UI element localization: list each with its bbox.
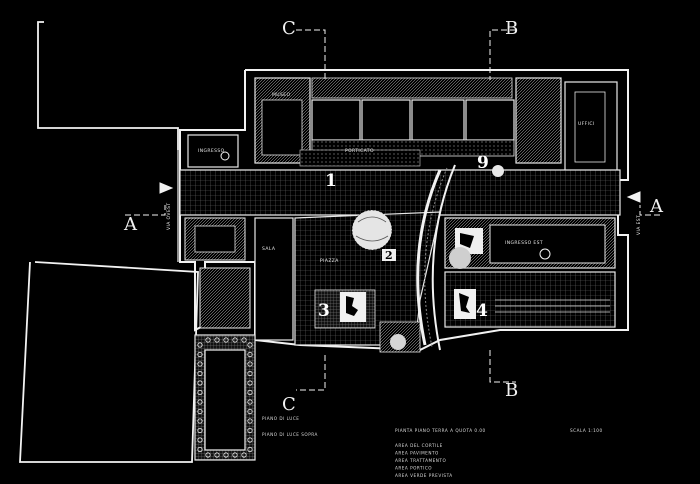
note-light-2: PIANO DI LUCE SOPRA: [262, 432, 318, 437]
planter-dot: [232, 337, 238, 343]
section-letter-b-top: B: [505, 18, 518, 39]
label-portico: PORTICATO: [345, 148, 374, 154]
planter-dot: [214, 337, 220, 343]
planter-dot: [241, 452, 247, 458]
garden-bed: [379, 321, 421, 353]
label-piazza: PIAZZA: [320, 258, 339, 264]
planter-dot: [247, 370, 253, 377]
planter-dot: [197, 427, 203, 434]
planter-dot: [197, 446, 203, 453]
planter-dot: [223, 337, 229, 343]
planter-dot: [214, 452, 220, 458]
curved-portico-outer: [431, 164, 456, 351]
planter-dot: [247, 380, 253, 386]
planter-dot: [247, 408, 253, 415]
marker-2-plate: [382, 249, 396, 261]
planter-dot: [197, 370, 203, 377]
label-museum: MUSEO: [272, 92, 290, 98]
title-line: PIANTA PIANO TERRA A QUOTA 0.00: [395, 428, 486, 433]
planter-dot: [197, 380, 203, 386]
portico-strip: [299, 149, 421, 167]
planter-dot: [247, 399, 253, 405]
tree-courtyard: [351, 209, 393, 251]
label-east-road: VIA EST: [636, 215, 642, 235]
marker-4: 4: [476, 301, 488, 321]
planter-dot: [197, 399, 203, 405]
garden-pool: [204, 349, 246, 451]
sculpture-4: [454, 289, 476, 319]
section-line-a: [125, 182, 660, 216]
planter-dot: [197, 361, 203, 367]
legend-item: AREA PORTICO: [395, 466, 432, 471]
planter-dot: [247, 446, 253, 453]
marker-3: 3: [318, 301, 330, 321]
sculpture-3: [340, 292, 366, 322]
main-corridor: [179, 169, 621, 216]
label-entrance: INGRESSO: [198, 148, 225, 154]
planter-dot: [247, 418, 253, 424]
planter-dot: [232, 452, 238, 458]
planter-dot: [247, 389, 253, 396]
label-sala: SALA: [262, 246, 276, 252]
legend-item: AREA PAVIMENTO: [395, 451, 439, 456]
east-hall-stripes: [495, 299, 610, 313]
planter-dot: [197, 408, 203, 415]
legend: AREA DEL CORTILE AREA PAVIMENTO AREA TRATT…: [395, 443, 453, 478]
room-museum-inner: [261, 99, 303, 156]
legend-item: AREA VERDE PREVISTA: [395, 473, 453, 478]
room-entrance: [187, 134, 239, 168]
section-letter-a-right: A: [649, 196, 664, 217]
planter-dot: [197, 389, 203, 396]
planter-dot: [247, 342, 253, 348]
site-boundary-north: [37, 21, 179, 150]
section-line-b: [489, 29, 516, 383]
label-west-road: VIA OVEST: [166, 202, 172, 230]
planter-dot: [197, 437, 203, 443]
top-bays: [311, 77, 515, 157]
curved-portico-inner: [416, 169, 442, 346]
planter-dot: [247, 427, 253, 434]
marker-9-disc: [492, 165, 504, 177]
note-light-1: PIANO DI LUCE: [262, 416, 299, 421]
section-letter-b-bottom: B: [505, 380, 518, 401]
planter-dot: [241, 337, 247, 343]
planter-dot: [197, 418, 203, 424]
planter-dot: [247, 361, 253, 367]
planter-dot: [247, 351, 253, 358]
marker-9: 9: [477, 153, 489, 173]
stair-block-east: [515, 77, 562, 164]
label-offices: UFFICI: [578, 121, 595, 127]
room-sala: [254, 217, 294, 341]
legend-item: AREA DEL CORTILE: [395, 443, 443, 448]
pool-planters: [197, 337, 253, 458]
legend-item: AREA TRATTAMENTO: [395, 458, 446, 463]
planter-dot: [247, 437, 253, 443]
site-boundary-southwest: [19, 261, 199, 463]
title-scale: SCALA 1:100: [570, 428, 603, 433]
tree-east: [449, 247, 471, 269]
planter-dot: [223, 452, 229, 458]
section-letter-c-top: C: [282, 18, 296, 39]
label-east-entrance: INGRESSO EST: [505, 240, 543, 246]
section-letter-c-bottom: C: [282, 394, 296, 415]
marker-2: 2: [385, 249, 393, 262]
planter-dot: [197, 351, 203, 358]
section-letter-a-left: A: [123, 214, 138, 235]
planter-dot: [205, 337, 211, 343]
room-south-west: [199, 267, 251, 329]
planter-dot: [197, 342, 203, 348]
room-offices: [564, 81, 618, 173]
planter-dot: [205, 452, 211, 458]
section-line-c: [296, 29, 326, 391]
marker-1: 1: [325, 171, 337, 191]
